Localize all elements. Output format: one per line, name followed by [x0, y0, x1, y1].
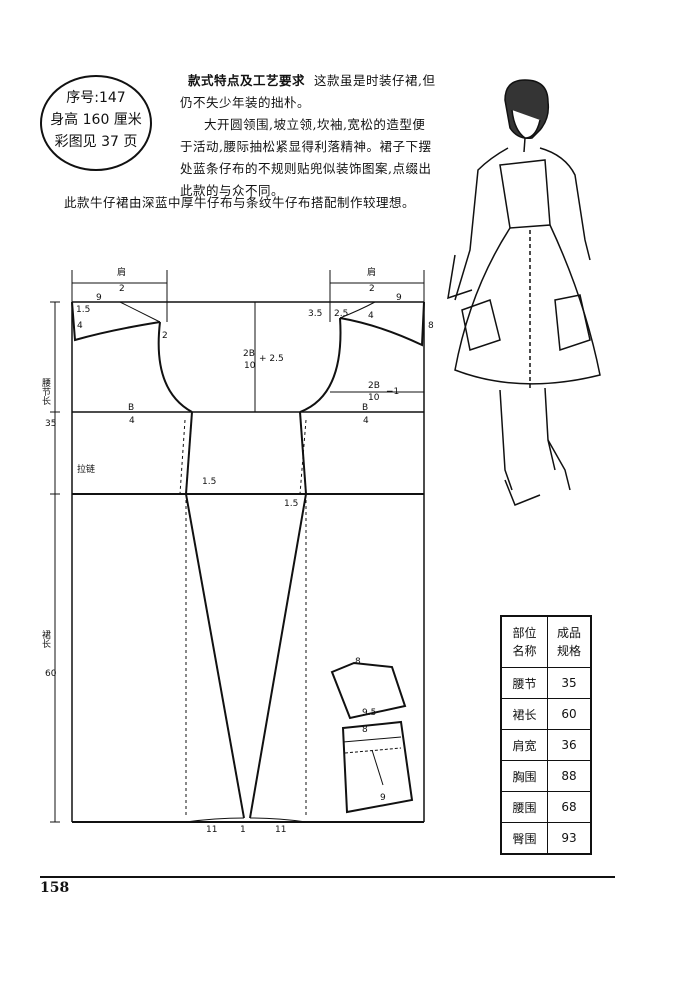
front-collar-width: 4 — [77, 321, 83, 331]
front-neck-drop: 1.5 — [76, 305, 90, 315]
front-chest-numerator: B — [128, 403, 134, 413]
back-width-numerator: 2B — [368, 381, 380, 391]
waist-length-label: 腰节长 — [40, 378, 51, 406]
chest-depth-plus: + 2.5 — [259, 354, 284, 364]
front-neck-width: 9 — [96, 293, 102, 303]
back-shoulder-denominator: 2 — [369, 284, 375, 294]
back-chest-numerator: B — [362, 403, 368, 413]
back-width-minus: −1 — [386, 387, 399, 397]
description-p1: 这款虽是时装仔裙,但仍不失少年装的拙朴。 — [180, 73, 436, 110]
fabric-note: 此款牛仔裙由深蓝中厚牛仔布与条纹牛仔布搭配制作较理想。 — [64, 195, 416, 210]
front-shoulder-label: 肩 — [117, 266, 126, 278]
style-description: 款式特点及工艺要求 这款虽是时装仔裙,但仍不失少年装的拙朴。 大开圆领围,坡立领… — [180, 70, 438, 202]
color-plate-ref: 彩图见 37 页 — [54, 134, 138, 150]
front-shoulder-denominator: 2 — [119, 284, 125, 294]
back-waist-shape: 1.5 — [284, 499, 298, 509]
back-shoulder-label: 肩 — [367, 266, 376, 278]
front-armhole-offset: 2 — [162, 331, 168, 341]
body-height: 身高 160 厘米 — [50, 112, 142, 128]
hem-gap: 1 — [240, 825, 246, 835]
back-collar-width: 4 — [368, 311, 374, 321]
figure-illustration — [447, 79, 601, 506]
skirt-length-value: 60 — [45, 669, 57, 679]
skirt-length-label: 裙长 — [40, 629, 51, 649]
description-p2: 大开圆领围,坡立领,坎袖,宽松的造型便于活动,腰际抽松紧显得利落精神。裙子下摆处… — [180, 117, 432, 198]
front-hem-width: 11 — [206, 825, 217, 835]
pocket-flap-base: 9.5 — [362, 708, 376, 718]
back-chest-denominator: 4 — [363, 416, 369, 426]
chest-depth-numerator: 2B — [243, 349, 255, 359]
header-part-name: 部位 名称 — [500, 615, 548, 668]
page-number: 158 — [40, 880, 70, 896]
serial-number: 序号:147 — [66, 90, 126, 106]
pocket-top-width: 8 — [362, 725, 368, 735]
footer-rule — [40, 876, 615, 878]
style-badge: 序号:147 身高 160 厘米 彩图见 37 页 — [40, 75, 152, 171]
chest-depth-denominator: 10 — [244, 361, 256, 371]
back-armhole-offset: 2.5 — [334, 309, 348, 319]
size-table-header: 部位 名称 成品 规格 — [500, 615, 592, 668]
header-spec: 成品 规格 — [547, 615, 592, 668]
waist-length-value: 35 — [45, 419, 56, 429]
back-shoulder-drop: 3.5 — [308, 309, 322, 319]
pocket-flap-width: 8 — [355, 657, 361, 667]
back-width-denominator: 10 — [368, 393, 380, 403]
back-neck-width: 9 — [396, 293, 402, 303]
back-side-length: 8 — [428, 321, 434, 331]
back-hem-width: 11 — [275, 825, 286, 835]
front-chest-denominator: 4 — [129, 416, 135, 426]
description-heading: 款式特点及工艺要求 — [188, 73, 306, 88]
front-waist-shape: 1.5 — [202, 477, 216, 487]
pocket-bottom-width: 9 — [380, 793, 386, 803]
zipper-label: 拉链 — [77, 463, 95, 475]
